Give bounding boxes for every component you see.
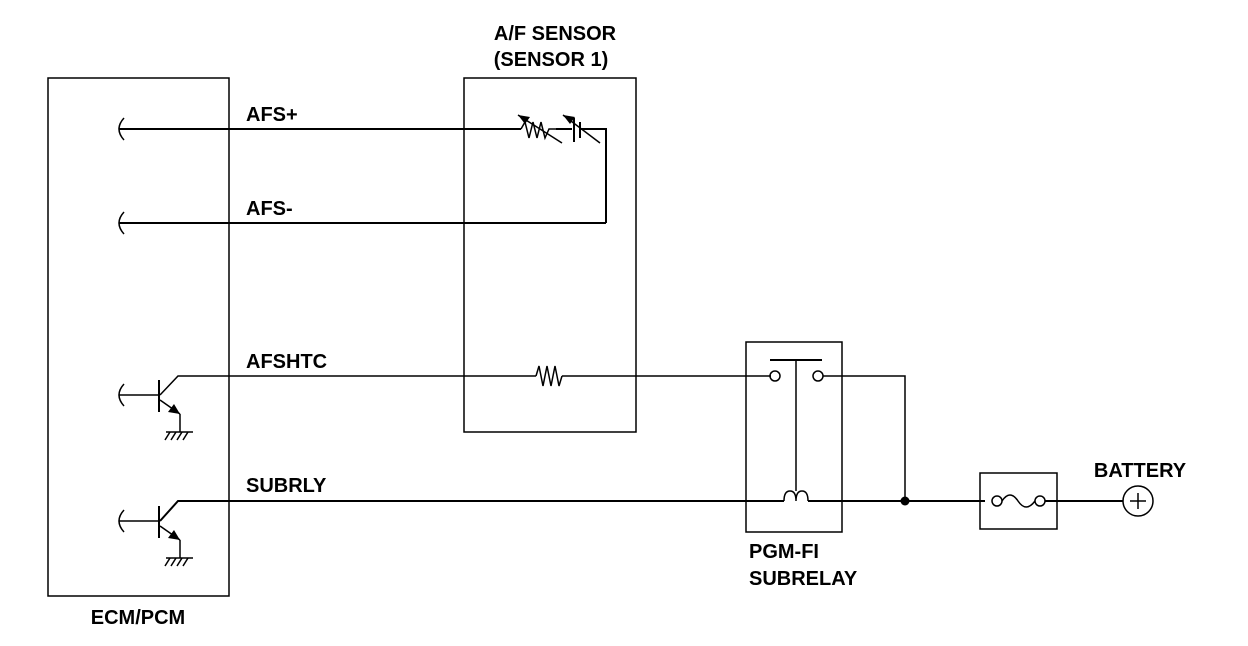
ecm-label: ECM/PCM (91, 607, 185, 629)
ground1-icon (164, 431, 189, 441)
battery-label: BATTERY (1094, 460, 1187, 482)
relay-contact-out-wire (823, 375, 906, 501)
fuse-icon (1001, 494, 1036, 508)
wire-subrly (159, 500, 784, 522)
transistor2-arrow-icon (168, 530, 180, 540)
wire-label-subrly: SUBRLY (246, 475, 327, 497)
wire-label-afshtc: AFSHTC (246, 351, 327, 373)
ground2-icon (164, 557, 189, 567)
relay-contact-left (769, 370, 781, 382)
cell-arrowhead (563, 115, 575, 124)
heater-resistor-icon (535, 365, 563, 387)
variable-resistor-arrowhead (518, 115, 530, 124)
wire-label-afs-minus: AFS- (246, 198, 293, 220)
relay-contact-right (812, 370, 824, 382)
sensor-box (463, 77, 637, 433)
sensor-label-line1: A/F SENSOR (494, 23, 617, 45)
fuse-terminal-left (991, 495, 1003, 507)
relay-box (745, 341, 843, 533)
fuse-terminal-right (1034, 495, 1046, 507)
ecm-box (47, 77, 230, 597)
sensor-return-wire (580, 128, 607, 223)
transistor1-arrow-icon (168, 404, 180, 414)
relay-label-line1: PGM-FI (749, 541, 819, 563)
battery-terminal-icon (1122, 485, 1154, 517)
relay-label-line2: SUBRELAY (749, 568, 858, 590)
wire-label-afs-plus: AFS+ (246, 104, 298, 126)
relay-coil-icon (783, 490, 809, 502)
sensor-label-line2: (SENSOR 1) (494, 49, 608, 71)
junction-dot (900, 496, 910, 506)
variable-resistor-icon (520, 120, 556, 141)
wire-afshtc (159, 375, 536, 396)
